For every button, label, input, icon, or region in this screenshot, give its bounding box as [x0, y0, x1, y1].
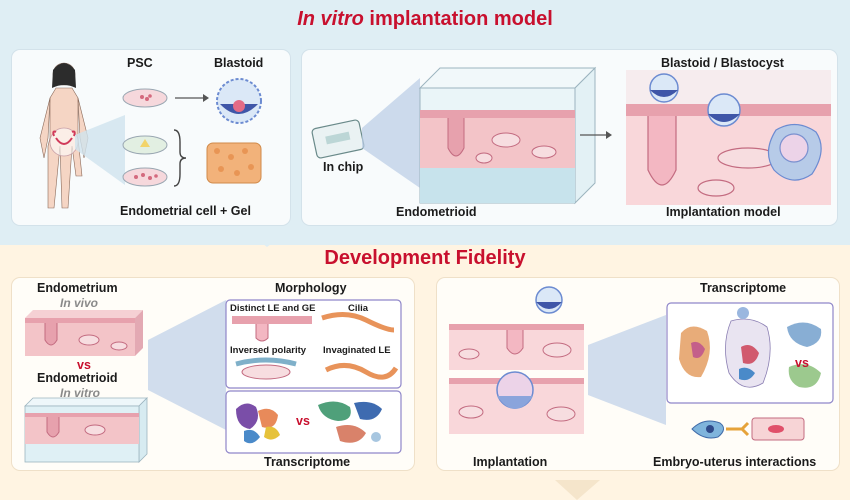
- embryo-uterus-interactions-label: Embryo-uterus interactions: [653, 455, 817, 469]
- morphology-label: Morphology: [275, 281, 347, 295]
- implantation-label: Implantation: [473, 455, 548, 469]
- gel-dish-icon: [122, 135, 168, 155]
- model-title: In vitro implantation model: [297, 8, 553, 30]
- implantation-tissue-illustration: [449, 286, 584, 434]
- bracket-icon: [173, 129, 187, 187]
- psc-dish-icon: [122, 88, 168, 108]
- invaginated-le-label: Invaginated LE: [323, 345, 391, 356]
- cilia-label: Cilia: [348, 303, 369, 314]
- in-chip-label: In chip: [323, 160, 364, 174]
- transcriptome-umap-panel: [666, 302, 834, 404]
- distinct-le-ge-label: Distinct LE and GE: [230, 303, 316, 314]
- fidelity-title: Development Fidelity: [324, 247, 526, 269]
- in-vitro-tissue-block: [24, 397, 148, 463]
- embryo-uterus-interaction-icon: [691, 417, 805, 441]
- morphology-box: [225, 299, 402, 389]
- implantation-model-illustration: [626, 70, 831, 205]
- in-vitro-label: In vitro: [60, 386, 101, 400]
- blastoid-label: Blastoid: [214, 56, 264, 70]
- arrow-icon: [580, 131, 612, 139]
- zoom-wedge: [75, 115, 125, 185]
- cell-dish-icon: [122, 167, 168, 187]
- vs-transcriptome-label: vs: [795, 356, 809, 370]
- transcriptome-label-right: Transcriptome: [700, 281, 787, 295]
- morphology-zoom-wedge: [148, 300, 226, 430]
- vs-label: vs: [77, 358, 91, 372]
- in-vivo-label: In vivo: [60, 296, 99, 310]
- endometrioid-bottom-label: Endometrioid: [37, 371, 118, 385]
- endometrium-label: Endometrium: [37, 281, 118, 295]
- vs-umap-label: vs: [296, 414, 310, 428]
- endometrioid-label: Endometrioid: [396, 205, 477, 219]
- gel-matrix-icon: [206, 142, 262, 184]
- endometrial-gel-label: Endometrial cell + Gel: [120, 204, 251, 218]
- blastoid-blastocyst-label: Blastoid / Blastocyst: [661, 56, 784, 70]
- inversed-polarity-label: Inversed polarity: [230, 345, 307, 356]
- arrow-icon: [175, 94, 209, 102]
- psc-label: PSC: [127, 56, 153, 70]
- transcriptome-zoom-wedge: [588, 315, 666, 425]
- endometrioid-cube: [418, 66, 597, 205]
- implantation-model-label: Implantation model: [666, 205, 781, 219]
- chip-zoom-wedge: [362, 78, 420, 188]
- chip-icon: [311, 119, 365, 159]
- transcriptome-label-left: Transcriptome: [264, 455, 351, 469]
- blastoid-icon: [216, 78, 262, 124]
- human-figure: [39, 62, 89, 209]
- transcriptome-umap-box: [225, 390, 402, 454]
- in-vivo-tissue-block: [25, 310, 143, 356]
